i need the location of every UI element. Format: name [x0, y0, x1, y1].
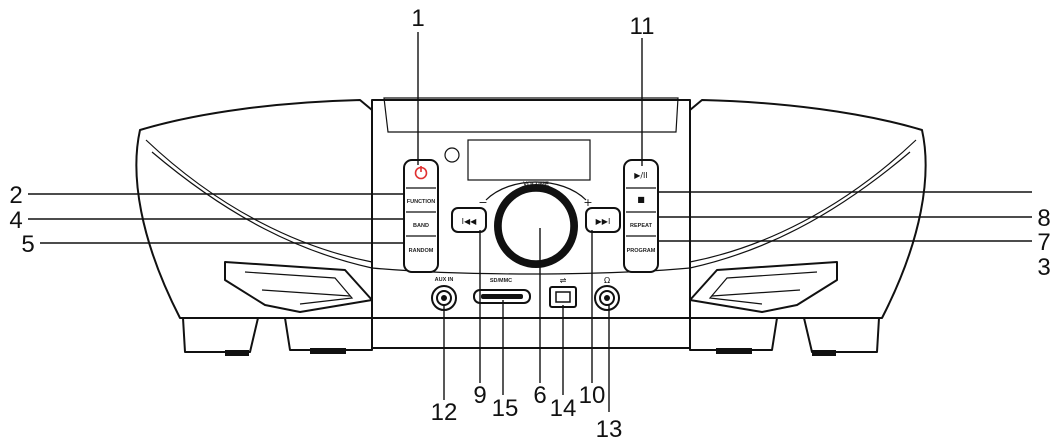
callout-1: 1 — [411, 5, 424, 32]
aux-in-label: AUX IN — [435, 277, 454, 283]
leader-lines — [28, 32, 1032, 412]
foot-left — [225, 350, 249, 356]
stop-button[interactable]: ■ — [637, 195, 645, 204]
prev-button[interactable]: I◀◀ — [451, 207, 487, 233]
body — [135, 97, 927, 319]
callout-3: 3 — [1037, 254, 1050, 281]
repeat-button[interactable]: REPEAT — [630, 223, 653, 229]
band-button[interactable]: BAND — [413, 223, 429, 229]
band-label: BAND — [413, 223, 429, 229]
usb-port[interactable] — [549, 286, 577, 308]
sd-mmc-slot[interactable] — [473, 289, 531, 304]
volume-plus: + — [583, 196, 592, 209]
ports: AUX IN SD/MMC ⇌ Ω — [431, 276, 620, 311]
usb-icon: ⇌ — [560, 276, 567, 285]
foot-mid-right — [716, 348, 752, 354]
callout-4: 4 — [9, 207, 22, 234]
right-button-column: ▶/II ■ REPEAT PROGRAM — [623, 159, 659, 273]
display-window — [467, 139, 591, 181]
callout-8: 8 — [1037, 205, 1050, 232]
callout-11: 11 — [630, 13, 655, 40]
power-button[interactable] — [414, 166, 428, 180]
callout-2: 2 — [9, 182, 22, 209]
prev-icon: I◀◀ — [462, 217, 478, 226]
foot-right — [812, 350, 836, 356]
left-button-column: FUNCTION BAND RANDOM — [403, 159, 439, 273]
sd-mmc-label: SD/MMC — [490, 278, 512, 284]
callout-6: 6 — [533, 382, 546, 409]
callout-10: 10 — [579, 382, 606, 409]
function-button[interactable]: FUNCTION — [407, 199, 435, 205]
headphone-icon: Ω — [604, 276, 610, 285]
callout-14: 14 — [550, 395, 577, 422]
volume-knob[interactable] — [500, 190, 572, 262]
callout-15: 15 — [492, 395, 519, 422]
program-button[interactable]: PROGRAM — [627, 248, 656, 254]
callout-9: 9 — [473, 382, 486, 409]
next-button[interactable]: ▶▶I — [585, 207, 621, 233]
sensor — [444, 147, 460, 163]
headphone-jack[interactable] — [594, 285, 620, 311]
program-label: PROGRAM — [627, 248, 656, 254]
stop-icon: ■ — [637, 195, 645, 204]
next-icon: ▶▶I — [596, 217, 611, 226]
play-pause-icon: ▶/II — [634, 171, 648, 180]
callout-5: 5 — [21, 231, 34, 258]
callout-12: 12 — [431, 399, 458, 426]
callouts: 1 2 3 4 5 6 7 8 9 10 11 12 13 14 15 — [9, 5, 1050, 443]
base — [182, 317, 880, 356]
volume-area: VOLUME − + I◀◀ ▶▶I — [451, 181, 621, 268]
play-pause-button[interactable]: ▶/II — [634, 171, 648, 180]
callout-13: 13 — [596, 416, 623, 443]
random-button[interactable]: RANDOM — [409, 248, 434, 254]
random-label: RANDOM — [409, 248, 434, 254]
volume-minus: − — [478, 196, 487, 209]
callout-7: 7 — [1037, 229, 1050, 256]
repeat-label: REPEAT — [630, 223, 653, 229]
foot-mid-left — [310, 348, 346, 354]
function-label: FUNCTION — [407, 199, 435, 205]
